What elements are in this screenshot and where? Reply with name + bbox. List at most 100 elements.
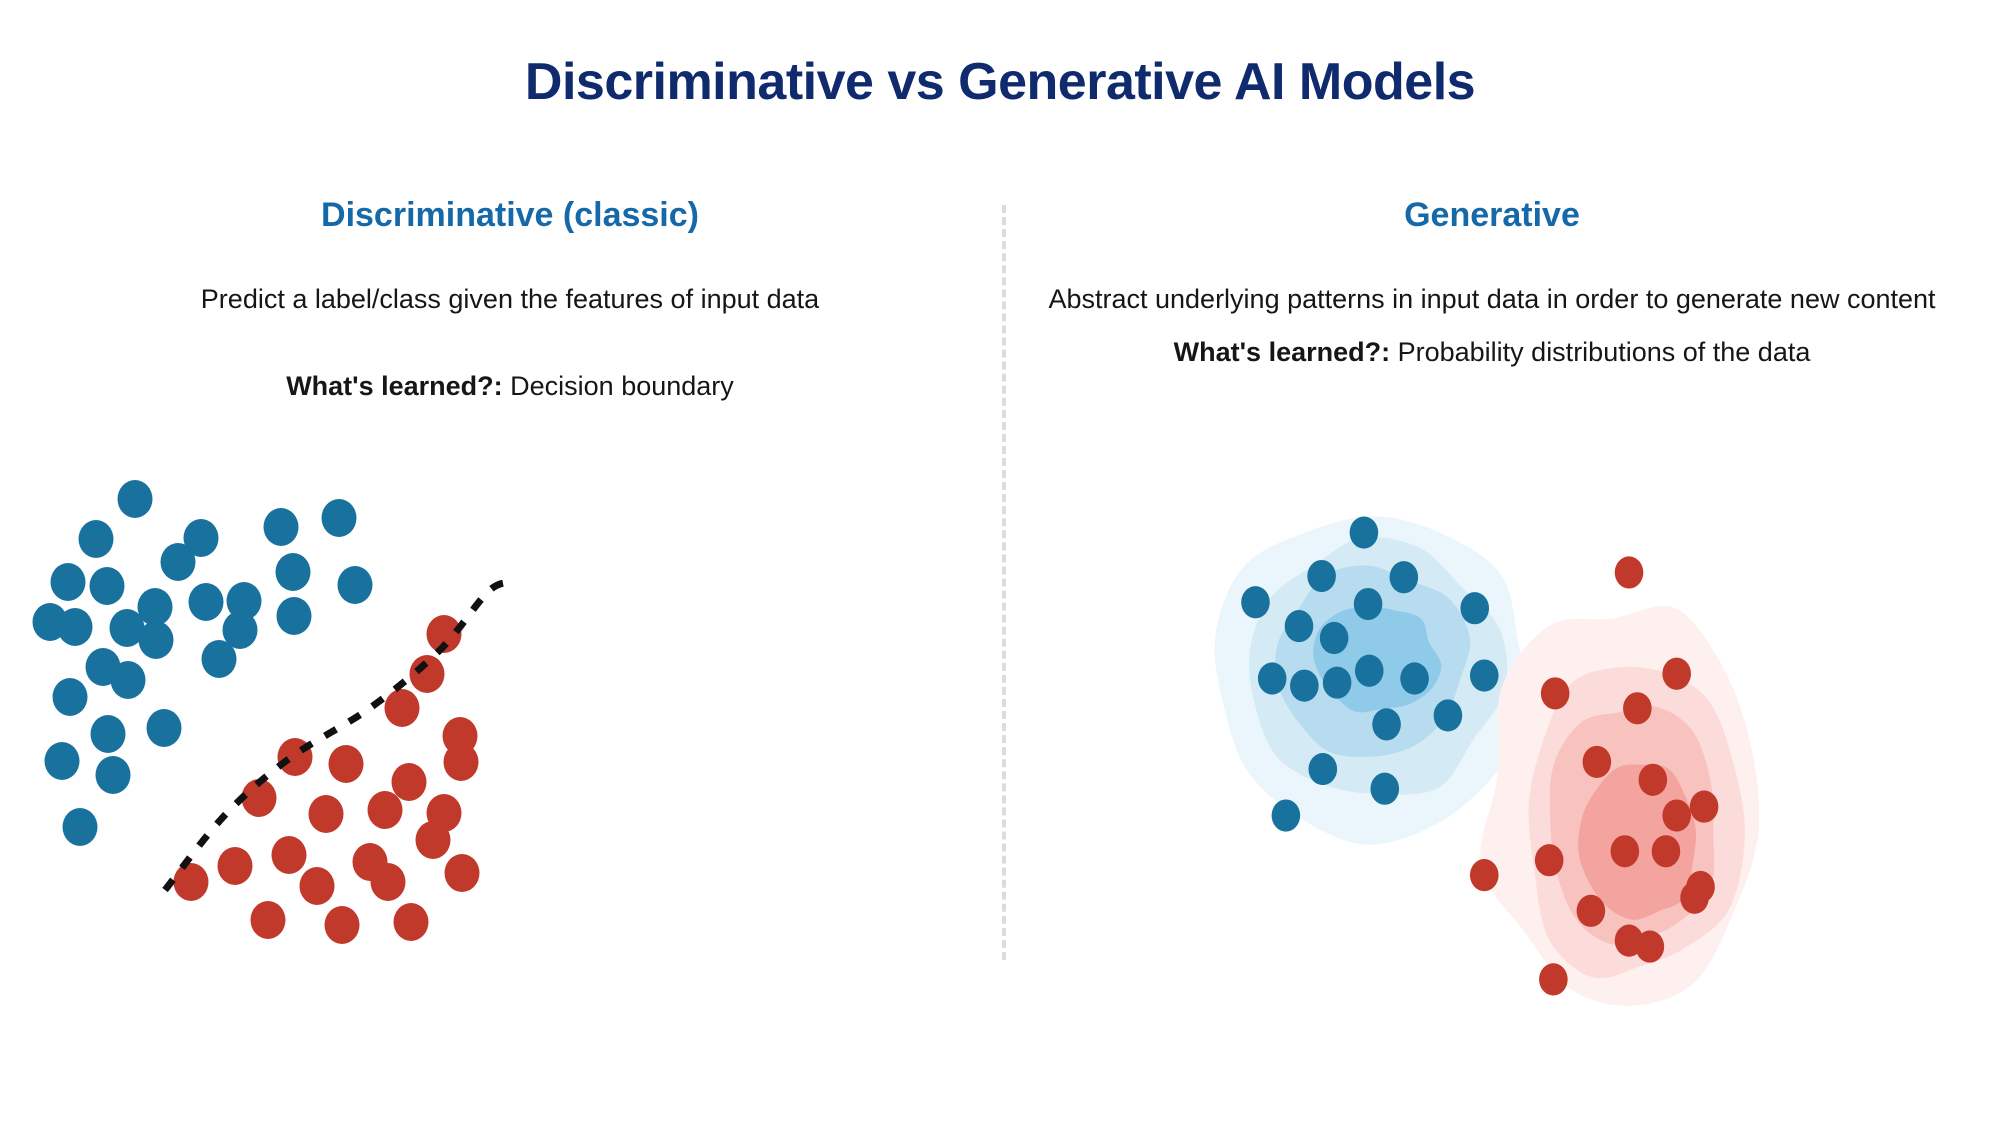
data-point bbox=[384, 689, 420, 727]
data-point bbox=[160, 543, 196, 581]
data-point bbox=[78, 520, 114, 558]
data-point bbox=[367, 791, 403, 829]
discriminative-scatter-svg bbox=[32, 480, 518, 944]
page-title: Discriminative vs Generative AI Models bbox=[524, 53, 1476, 111]
data-point bbox=[1469, 659, 1499, 692]
data-point bbox=[1290, 669, 1319, 702]
data-point bbox=[1539, 963, 1568, 996]
data-point bbox=[1469, 859, 1499, 892]
discriminative-scatter-figure bbox=[32, 470, 980, 1030]
data-point bbox=[226, 582, 262, 620]
data-point bbox=[1319, 621, 1349, 655]
data-point bbox=[117, 480, 153, 518]
data-point bbox=[89, 567, 125, 605]
decision-boundary-line bbox=[162, 579, 518, 893]
data-point bbox=[217, 847, 253, 885]
left-column-description: Predict a label/class given the features… bbox=[200, 283, 820, 314]
data-point bbox=[188, 583, 224, 621]
data-point bbox=[276, 597, 312, 635]
data-point bbox=[1614, 556, 1644, 589]
data-point bbox=[1353, 587, 1383, 621]
data-point bbox=[173, 863, 209, 901]
data-point bbox=[1308, 752, 1338, 786]
data-point bbox=[1433, 699, 1463, 732]
left-whats-learned-value: Decision boundary bbox=[510, 371, 734, 402]
data-point bbox=[1370, 772, 1400, 805]
data-point bbox=[426, 615, 462, 653]
left-column-heading: Discriminative (classic) bbox=[321, 196, 699, 234]
data-point bbox=[52, 678, 88, 716]
data-point bbox=[1307, 559, 1336, 593]
right-column-description: Abstract underlying patterns in input da… bbox=[1048, 283, 1936, 314]
generative-density-figure bbox=[1022, 470, 1962, 1030]
right-whats-learned-value: Probability distributions of the data bbox=[1397, 337, 1811, 368]
data-point bbox=[443, 743, 479, 781]
scatter-points-class-b bbox=[173, 615, 480, 944]
data-point bbox=[138, 621, 174, 659]
data-point bbox=[1284, 610, 1314, 643]
data-point bbox=[1460, 592, 1490, 625]
data-point bbox=[1610, 835, 1640, 868]
data-point bbox=[415, 821, 451, 859]
data-point bbox=[1662, 657, 1691, 690]
data-point bbox=[321, 499, 357, 537]
data-point bbox=[337, 566, 373, 604]
generative-density-svg bbox=[1214, 516, 1760, 1006]
right-column-heading: Generative bbox=[1404, 196, 1580, 234]
data-point bbox=[137, 588, 173, 626]
data-point bbox=[1680, 881, 1709, 914]
density-points-class-b bbox=[1469, 556, 1719, 996]
data-point bbox=[444, 854, 480, 892]
data-point bbox=[275, 553, 311, 591]
left-whats-learned-label: What's learned?: bbox=[286, 371, 503, 402]
density-contour-class-b-l4 bbox=[1578, 764, 1696, 920]
data-point bbox=[241, 779, 277, 817]
data-point bbox=[44, 742, 80, 780]
data-point bbox=[391, 763, 427, 801]
data-point bbox=[1241, 586, 1270, 619]
data-point bbox=[1354, 654, 1384, 687]
data-point bbox=[1576, 894, 1606, 927]
data-point bbox=[328, 745, 364, 783]
left-whats-learned: What's learned?: Decision boundary bbox=[40, 371, 980, 402]
data-point bbox=[1349, 516, 1379, 549]
data-point bbox=[222, 611, 258, 649]
data-point bbox=[1689, 790, 1719, 823]
column-divider bbox=[1002, 205, 1006, 960]
data-point bbox=[1271, 799, 1301, 832]
data-point bbox=[1623, 692, 1652, 725]
scatter-points-class-a bbox=[32, 480, 373, 846]
data-point bbox=[370, 863, 406, 901]
data-point bbox=[250, 901, 286, 939]
data-point bbox=[50, 563, 86, 601]
data-point bbox=[409, 655, 445, 693]
data-point bbox=[90, 715, 126, 753]
data-point bbox=[146, 709, 182, 747]
column-generative: Generative Abstract underlying patterns … bbox=[1022, 195, 1962, 368]
data-point bbox=[308, 795, 344, 833]
data-point bbox=[1372, 708, 1401, 741]
data-point bbox=[110, 661, 146, 699]
column-discriminative: Discriminative (classic) Predict a label… bbox=[40, 195, 980, 402]
data-point bbox=[1322, 666, 1352, 699]
data-point bbox=[1389, 561, 1419, 594]
data-point bbox=[1638, 763, 1668, 796]
data-point bbox=[393, 903, 429, 941]
data-point bbox=[1540, 677, 1570, 710]
right-whats-learned: What's learned?: Probability distributio… bbox=[1022, 337, 1962, 368]
data-point bbox=[1257, 662, 1287, 695]
data-point bbox=[324, 906, 360, 944]
data-point bbox=[1534, 844, 1564, 877]
data-point bbox=[1662, 799, 1691, 832]
data-point bbox=[109, 609, 145, 647]
data-point bbox=[1400, 662, 1429, 695]
data-point bbox=[62, 808, 98, 846]
data-point bbox=[271, 836, 307, 874]
data-point bbox=[95, 756, 131, 794]
data-point bbox=[299, 867, 335, 905]
data-point bbox=[183, 519, 219, 557]
density-points-class-a bbox=[1241, 516, 1499, 832]
data-point bbox=[1582, 745, 1612, 778]
right-whats-learned-label: What's learned?: bbox=[1173, 337, 1391, 368]
